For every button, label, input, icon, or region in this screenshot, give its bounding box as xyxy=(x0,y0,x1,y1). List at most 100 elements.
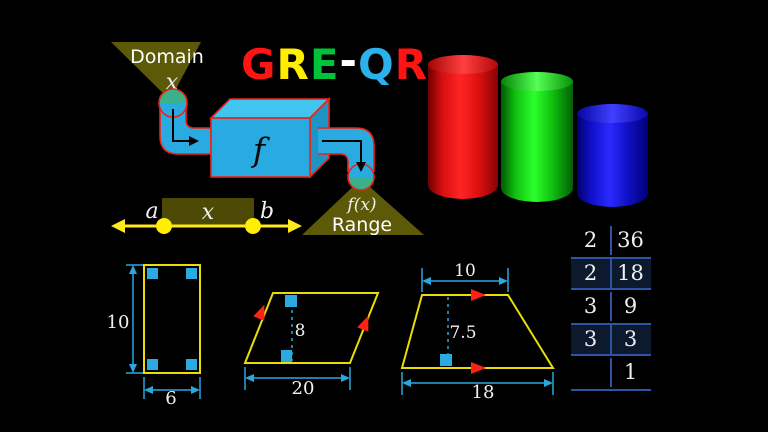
table-row: 2 18 xyxy=(571,257,651,290)
domain-funnel-triangle xyxy=(111,42,201,100)
cylinder-red-body xyxy=(428,64,498,199)
point-a-label: a xyxy=(145,199,158,224)
output-opening-teal xyxy=(348,177,374,190)
cylinder-blue-body xyxy=(577,113,648,207)
table-cell-quotient: 18 xyxy=(617,261,644,285)
input-opening xyxy=(158,88,188,118)
trapezoid-top-label: 10 xyxy=(454,261,476,281)
rectangle-dimension-lines xyxy=(126,264,201,399)
cylinder-green-body xyxy=(501,81,573,202)
output-flow-arrow xyxy=(322,140,366,172)
input-opening-teal xyxy=(159,89,187,103)
interval-var-label: x xyxy=(202,200,215,225)
rectangle-outline xyxy=(143,264,201,374)
table-row: 3 9 xyxy=(571,290,651,323)
parallelogram-base-label: 20 xyxy=(292,378,315,399)
parallel-mark-arrow xyxy=(253,304,265,321)
point-a-dot xyxy=(156,218,172,234)
output-opening xyxy=(347,163,375,191)
point-b-dot xyxy=(245,218,261,234)
parallel-mark-arrow xyxy=(357,315,369,332)
function-box-front-face xyxy=(210,117,311,178)
range-output-var: f(x) xyxy=(345,195,376,215)
title-letter: R xyxy=(394,40,429,89)
right-angle-square xyxy=(147,268,158,279)
trapezoid-outline xyxy=(400,294,555,369)
table-row: 1 xyxy=(571,356,651,389)
title-letter: Q xyxy=(357,40,395,89)
function-box: f xyxy=(209,97,331,179)
dim-arrowhead xyxy=(341,374,350,382)
title-letter: R xyxy=(276,40,310,89)
function-box-top-face xyxy=(209,98,331,119)
trapezoid-figure: 10 7.5 18 xyxy=(400,261,555,403)
input-flow-arrowhead xyxy=(189,136,199,146)
domain-funnel: Domain x xyxy=(111,42,204,100)
table-cell-quotient: 3 xyxy=(623,327,638,351)
cylinder-red xyxy=(428,55,498,199)
parallel-mark-arrow xyxy=(471,362,486,374)
rectangle-base-label: 6 xyxy=(165,388,176,409)
table-cell-quotient: 1 xyxy=(623,360,638,384)
table-cell-divisor xyxy=(571,358,612,387)
right-angle-square xyxy=(281,350,292,362)
right-angle-square xyxy=(440,354,452,366)
dim-arrowhead xyxy=(422,277,431,285)
table-cell-divisor: 2 xyxy=(571,259,612,288)
number-line-left-arrowhead xyxy=(111,219,125,233)
range-funnel-triangle xyxy=(302,179,424,235)
output-flow-arrowhead xyxy=(356,162,366,172)
page-title: GRE-QR xyxy=(241,40,429,89)
parallelogram-figure: 8 20 xyxy=(243,292,380,399)
table-cell-divisor: 3 xyxy=(571,325,612,354)
title-letter: G xyxy=(241,40,277,89)
dim-arrowhead xyxy=(129,364,137,373)
cylinder-blue xyxy=(577,104,648,207)
cylinder-red-top xyxy=(428,55,498,74)
rectangle-side-label: 10 xyxy=(107,312,130,333)
dim-arrowhead xyxy=(191,386,200,394)
trapezoid-dimension-lines xyxy=(401,268,554,395)
interval-band xyxy=(162,198,254,225)
right-angle-square xyxy=(285,295,297,307)
trapezoid-base-label: 18 xyxy=(472,382,495,403)
table-cell-divisor: 3 xyxy=(571,292,612,321)
cylinder-green-top xyxy=(501,72,573,91)
parallelogram-outline xyxy=(243,292,380,364)
table-cell-divisor: 2 xyxy=(571,226,612,255)
dim-arrowhead xyxy=(129,265,137,274)
right-angle-square xyxy=(147,359,158,370)
cylinder-green xyxy=(501,72,573,202)
trapezoid-height-label: 7.5 xyxy=(449,323,476,343)
title-letter: - xyxy=(339,36,358,85)
parallelogram-height-label: 8 xyxy=(295,321,306,341)
table-row: 3 3 xyxy=(571,323,651,356)
cylinder-blue-top xyxy=(577,104,648,123)
table-cell-quotient: 9 xyxy=(623,294,638,318)
table-row: 2 36 xyxy=(571,224,651,257)
output-flow-arrow-line xyxy=(322,140,362,163)
number-line-right-arrowhead xyxy=(288,219,302,233)
factor-ladder-table: 2 36 2 18 3 9 3 3 1 xyxy=(571,224,651,391)
point-b-label: b xyxy=(260,199,274,224)
rectangle-figure: 10 6 xyxy=(107,264,201,409)
range-funnel: f(x) Range xyxy=(302,179,424,236)
right-angle-square xyxy=(186,359,197,370)
input-flow-arrow-line xyxy=(172,109,190,142)
dim-arrowhead xyxy=(544,379,553,387)
range-label: Range xyxy=(332,214,392,236)
parallel-mark-arrow xyxy=(471,289,486,301)
number-line: a x b xyxy=(111,198,302,234)
table-cell-quotient: 36 xyxy=(617,228,644,252)
domain-label: Domain xyxy=(130,46,204,68)
input-flow-arrow xyxy=(172,109,199,146)
dim-arrowhead xyxy=(144,386,153,394)
parallelogram-dimension-lines xyxy=(244,367,351,390)
dim-arrowhead xyxy=(245,374,254,382)
dim-arrowhead xyxy=(402,379,411,387)
dim-arrowhead xyxy=(499,277,508,285)
title-letter: E xyxy=(309,40,340,89)
table-bottom-line xyxy=(571,389,651,391)
output-pipe-outline xyxy=(318,127,375,172)
